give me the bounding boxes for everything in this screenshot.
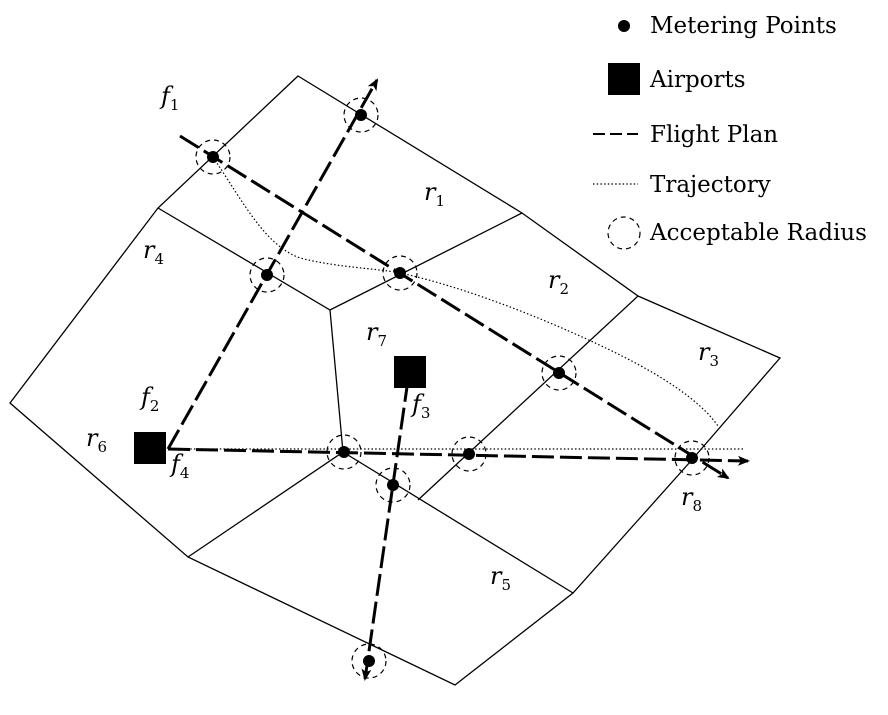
- trajectories: [168, 156, 745, 450]
- airport-left: [134, 432, 166, 464]
- flight-plans: [166, 78, 750, 681]
- flight-label-f3: f3: [410, 390, 430, 422]
- region-label-r8: r8: [681, 483, 702, 515]
- metering-point: [686, 452, 698, 464]
- metering-point: [463, 448, 475, 460]
- flight-labels: f1 f2 f3 f4: [139, 82, 430, 482]
- radius-circle: [375, 467, 411, 503]
- airports: [134, 356, 426, 464]
- flight-label-f1: f1: [159, 82, 179, 114]
- metering-point: [261, 269, 273, 281]
- metering-point: [553, 367, 565, 379]
- legend-metering-point-icon: [618, 20, 630, 32]
- radius-circle: [382, 255, 418, 291]
- legend-flight-plan-label: Flight Plan: [650, 122, 778, 148]
- boundary-r2-r7: [417, 295, 639, 501]
- metering-point: [207, 151, 219, 163]
- boundary-r7-r6: [187, 309, 344, 558]
- flight-plan-f4: [167, 447, 750, 466]
- legend-radius-icon: [607, 216, 641, 250]
- flight-label-f4: f4: [169, 450, 189, 482]
- legend-airports-label: Airports: [649, 67, 746, 93]
- radius-circle: [674, 440, 710, 476]
- region-label-r1: r1: [424, 178, 445, 210]
- acceptable-radius-circles: [195, 97, 710, 679]
- region-label-r6: r6: [86, 424, 107, 456]
- metering-point: [355, 109, 367, 121]
- region-label-r2: r2: [548, 266, 569, 298]
- radius-circle: [343, 97, 379, 133]
- metering-points: [207, 109, 698, 667]
- region-label-r4: r4: [143, 236, 164, 268]
- legend-metering-points-label: Metering Points: [650, 13, 837, 39]
- flight-plan-f3: [361, 379, 410, 681]
- flight-label-f2: f2: [139, 383, 159, 415]
- radius-circle: [541, 355, 577, 391]
- region-label-r3: r3: [698, 338, 719, 370]
- boundary-r4-r1: [157, 207, 523, 311]
- radius-circle: [249, 257, 285, 293]
- legend: Metering Points Airports Flight Plan Tra…: [593, 13, 867, 250]
- legend-acceptable-radius-label: Acceptable Radius: [649, 220, 867, 246]
- metering-point: [338, 446, 350, 458]
- radius-circle: [326, 434, 362, 470]
- metering-point: [394, 267, 406, 279]
- boundary-r7-r5: [342, 451, 574, 594]
- radius-circle: [351, 643, 387, 679]
- metering-point: [387, 479, 399, 491]
- metering-point: [363, 655, 375, 667]
- trajectory-f1: [212, 156, 719, 427]
- airport-center: [394, 356, 426, 388]
- region-labels: r1 r2 r3 r4 r5 r6 r7 r8: [86, 178, 719, 594]
- radius-circle: [195, 139, 231, 175]
- flight-plan-f1: [179, 134, 730, 480]
- region-label-r7: r7: [366, 318, 387, 350]
- flight-plan-f2: [166, 78, 379, 450]
- legend-airport-icon: [608, 63, 640, 95]
- radius-circle: [451, 436, 487, 472]
- region-label-r5: r5: [490, 562, 511, 594]
- legend-trajectory-label: Trajectory: [650, 172, 771, 198]
